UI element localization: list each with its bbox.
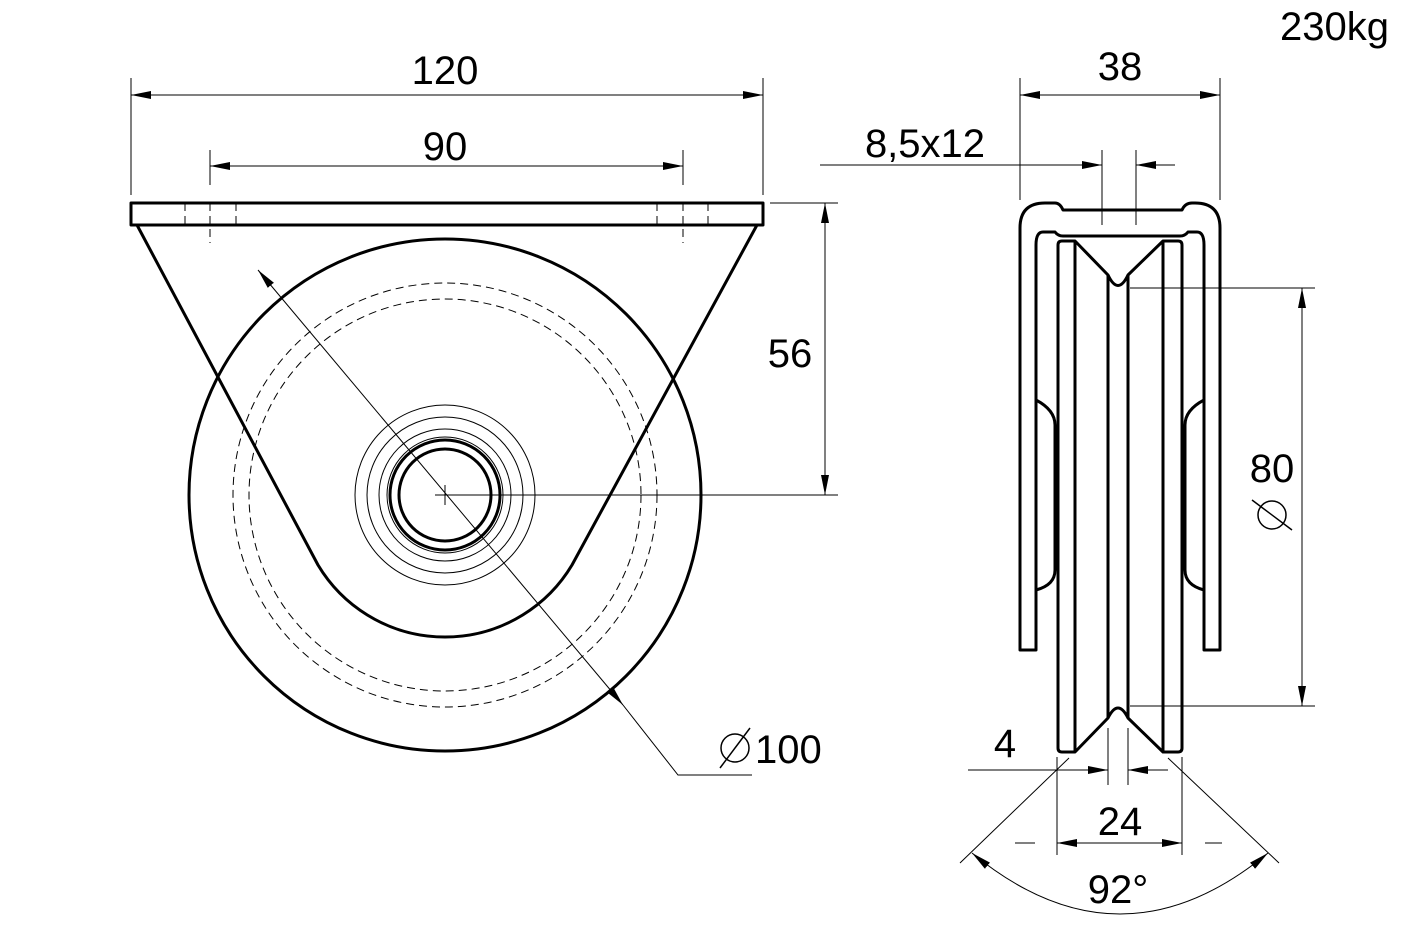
load-rating-label: 230kg	[1280, 5, 1389, 49]
diameter-symbol-icon	[1251, 499, 1293, 531]
dim-hole-spacing: 90	[423, 125, 468, 169]
bracket-fork	[135, 223, 759, 639]
diameter-symbol-icon	[719, 727, 751, 769]
mounting-plate	[129, 201, 765, 227]
dim-groove-angle: 92°	[1088, 868, 1149, 912]
dim-wheel-width: 24	[1098, 800, 1143, 844]
dim-line-100	[257, 269, 624, 706]
dim-wheel-diameter: 100	[755, 728, 822, 772]
dim-overall-width: 120	[412, 49, 479, 93]
dim-arc-92	[971, 852, 1269, 915]
dim-axle-height: 56	[768, 332, 813, 376]
front-view: 120 90 56 100	[129, 49, 838, 776]
side-view: 38 8,5x12 80 4 24 92°	[820, 45, 1315, 915]
bolt-holes-hidden	[184, 203, 709, 243]
dim-bracket-width: 38	[1098, 45, 1143, 89]
wheel-side	[1056, 239, 1184, 754]
bracket-outer	[1018, 201, 1222, 652]
dim-slot-size: 8,5x12	[865, 122, 985, 166]
dim-groove-width: 4	[994, 722, 1016, 766]
dim-groove-diameter: 80	[1250, 447, 1295, 491]
